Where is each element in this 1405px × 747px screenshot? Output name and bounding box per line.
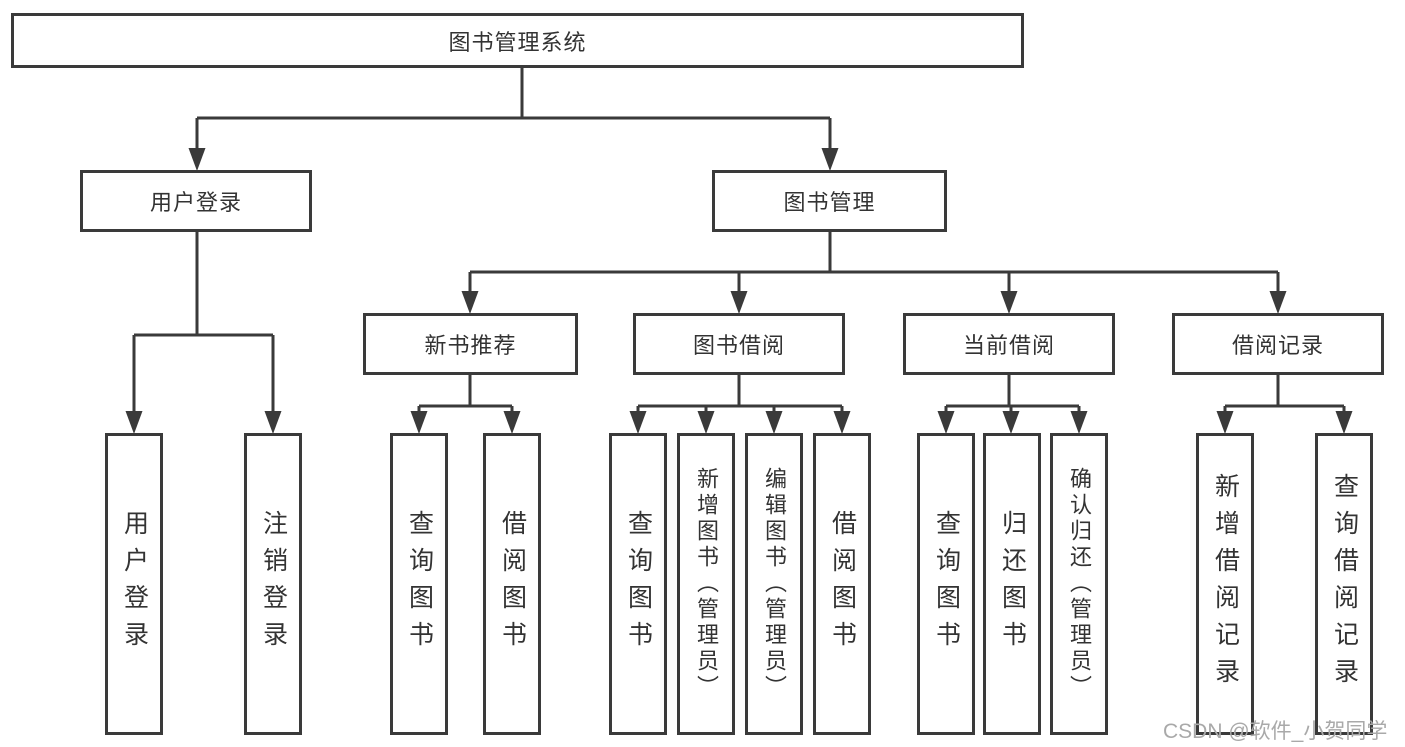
node-new-book-recommendation: 新书推荐 xyxy=(363,313,578,375)
leaf-user-login: 用户登录 xyxy=(105,433,163,735)
node-label: 新书推荐 xyxy=(424,333,517,358)
node-label: 当前借阅 xyxy=(962,333,1055,358)
node-label: 查询借阅记录 xyxy=(1330,473,1359,695)
leaf-confirm-return-admin: 确认归还（管理员） xyxy=(1050,433,1108,735)
node-book-management-system: 图书管理系统 xyxy=(11,13,1024,68)
node-label: 注销登录 xyxy=(259,510,288,658)
node-label: 查询图书 xyxy=(624,510,653,658)
node-label: 查询图书 xyxy=(405,510,434,658)
leaf-edit-books-admin: 编辑图书（管理员） xyxy=(745,433,803,735)
leaf-query-books-current: 查询图书 xyxy=(917,433,975,735)
csdn-watermark: CSDN @软件_小贺同学 xyxy=(1163,720,1388,743)
node-label: 查询图书 xyxy=(932,510,961,658)
node-label: 借阅记录 xyxy=(1231,333,1324,358)
node-label: 用户登录 xyxy=(149,190,242,215)
node-label: 借阅图书 xyxy=(498,510,527,658)
leaf-add-borrow-record: 新增借阅记录 xyxy=(1196,433,1254,735)
leaf-borrow-books-recommend: 借阅图书 xyxy=(483,433,541,735)
node-label: 借阅图书 xyxy=(828,510,857,658)
leaf-query-borrow-record: 查询借阅记录 xyxy=(1315,433,1373,735)
node-borrowing-records: 借阅记录 xyxy=(1172,313,1384,375)
node-label: 编辑图书（管理员） xyxy=(762,467,787,701)
node-label: 新增借阅记录 xyxy=(1211,473,1240,695)
node-user-login-branch: 用户登录 xyxy=(80,170,312,232)
node-label: 归还图书 xyxy=(998,510,1027,658)
node-label: 新增图书（管理员） xyxy=(694,467,719,701)
node-book-management-branch: 图书管理 xyxy=(712,170,947,232)
node-label: 用户登录 xyxy=(120,510,149,658)
node-current-borrowing: 当前借阅 xyxy=(903,313,1115,375)
node-book-borrowing: 图书借阅 xyxy=(633,313,845,375)
node-label: 确认归还（管理员） xyxy=(1067,467,1092,701)
node-label: 图书管理系统 xyxy=(448,29,587,55)
leaf-borrow-books: 借阅图书 xyxy=(813,433,871,735)
leaf-query-books-recommend: 查询图书 xyxy=(390,433,448,735)
leaf-add-books-admin: 新增图书（管理员） xyxy=(677,433,735,735)
node-label: 图书借阅 xyxy=(692,333,785,358)
leaf-logout: 注销登录 xyxy=(244,433,302,735)
leaf-query-books-borrowing: 查询图书 xyxy=(609,433,667,735)
leaf-return-books: 归还图书 xyxy=(983,433,1041,735)
node-label: 图书管理 xyxy=(783,190,876,215)
